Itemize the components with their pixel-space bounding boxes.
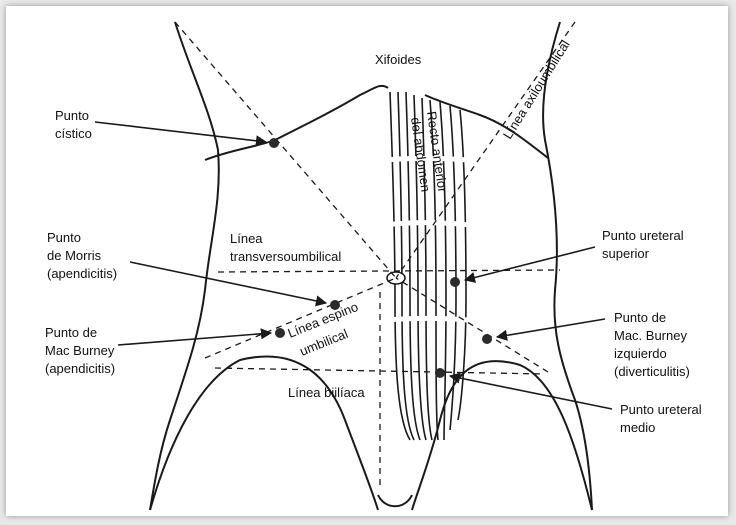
label-xifoides: Xifoides <box>375 52 422 67</box>
label-punto-ureteral-superior-2: superior <box>602 246 650 261</box>
label-linea-transversoumbilical-1: Línea <box>230 231 263 246</box>
label-punto-morris-2: de Morris <box>47 248 102 263</box>
label-linea-axiloumbilical: Línea axiloumbilical <box>500 37 573 141</box>
label-punto-mac-burney-3: (apendicitis) <box>45 361 115 376</box>
label-punto-cistico-2: cístico <box>55 126 92 141</box>
label-punto-mac-burney-2: Mac Burney <box>45 343 115 358</box>
label-punto-ureteral-medio-1: Punto ureteral <box>620 402 702 417</box>
punto-mac-burney-izquierdo-dot <box>482 334 492 344</box>
punto-ureteral-medio-dot <box>435 368 445 378</box>
label-punto-ureteral-medio-2: medio <box>620 420 655 435</box>
label-punto-cistico-1: Punto <box>55 108 89 123</box>
linea-transversoumbilical <box>218 270 560 272</box>
label-punto-morris-3: (apendicitis) <box>47 266 117 281</box>
label-punto-mac-burney-izq-1: Punto de <box>614 310 666 325</box>
linea-axiloumbilical-left <box>175 22 396 278</box>
label-punto-ureteral-superior-1: Punto ureteral <box>602 228 684 243</box>
punto-ureteral-superior-dot <box>450 277 460 287</box>
arrows <box>95 122 612 409</box>
label-punto-mac-burney-izq-3: izquierdo <box>614 346 667 361</box>
label-punto-morris-1: Punto <box>47 230 81 245</box>
label-linea-biiliaca: Línea biilíaca <box>288 385 365 400</box>
punto-cistico-dot <box>269 138 279 148</box>
punto-mac-burney-dot <box>275 328 285 338</box>
label-punto-mac-burney-izq-4: (diverticulitis) <box>614 364 690 379</box>
label-punto-mac-burney-1: Punto de <box>45 325 97 340</box>
label-punto-mac-burney-izq-2: Mac. Burney <box>614 328 687 343</box>
label-linea-transversoumbilical-2: transversoumbilical <box>230 249 341 264</box>
